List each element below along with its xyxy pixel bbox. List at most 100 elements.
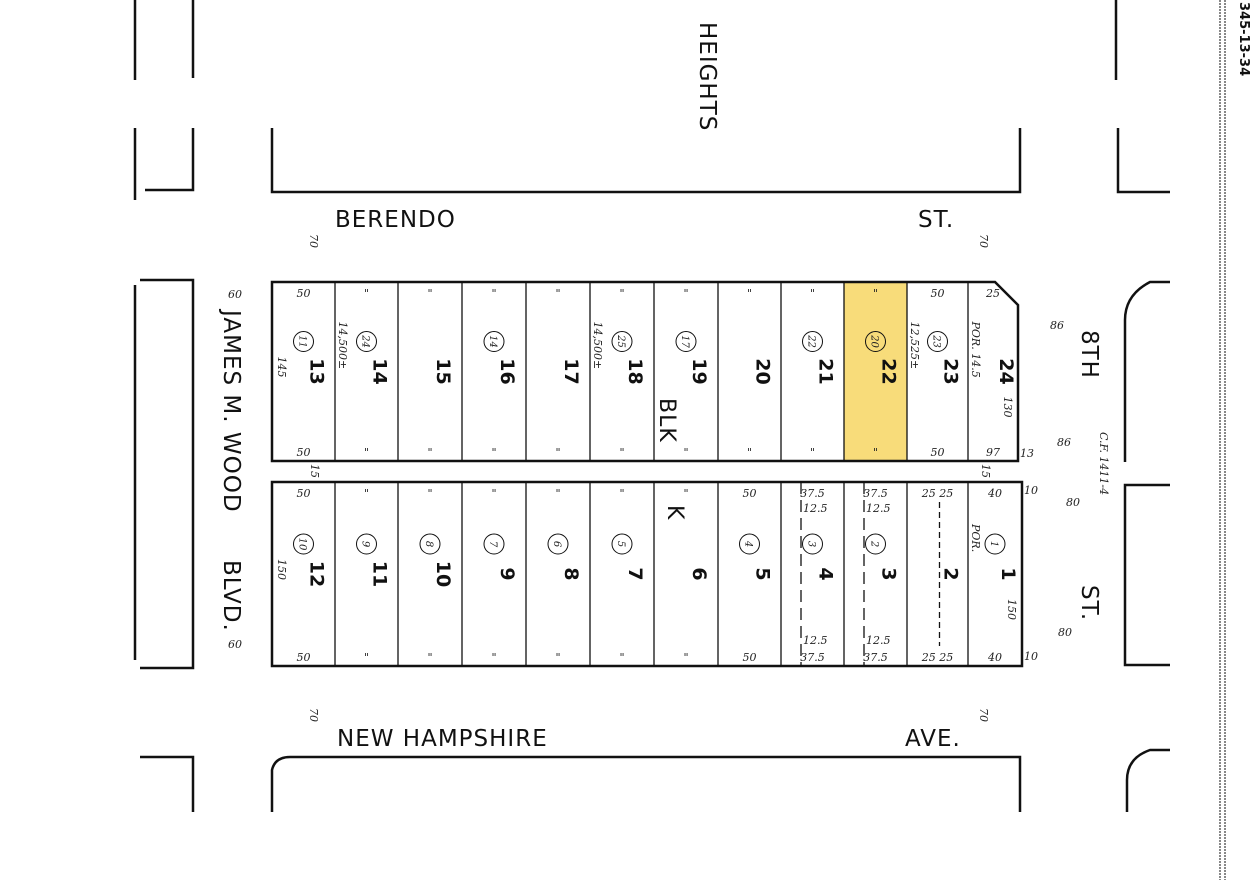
lot-11[interactable]: 119"" xyxy=(356,487,391,664)
parcel-circle xyxy=(483,533,505,555)
adjacent-blocks xyxy=(133,0,1226,880)
back-dim: " xyxy=(364,446,369,459)
lot-number: 16 xyxy=(496,358,518,384)
back-dim: " xyxy=(619,446,624,459)
back-dim: " xyxy=(491,651,496,664)
parcel-number: 17 xyxy=(679,335,690,348)
dim-text: 70 xyxy=(977,234,990,248)
lot-7[interactable]: 75"" xyxy=(611,487,646,664)
parcel-circle xyxy=(865,331,886,352)
dim-text: 15 xyxy=(979,464,992,478)
parcel-circle xyxy=(293,533,314,555)
lot-number: 9 xyxy=(496,567,518,580)
parcel-circle xyxy=(675,331,697,352)
parcel-circle xyxy=(293,331,314,352)
street-ave: AVE. xyxy=(905,726,961,752)
back-dim: 50 xyxy=(931,446,945,459)
back-dim: " xyxy=(683,446,688,459)
depth-dim: 145 xyxy=(275,357,288,378)
lot-number: 6 xyxy=(688,567,710,580)
parcel-circle xyxy=(739,533,760,555)
sub-dim: 12.5 xyxy=(803,502,828,515)
lot-8[interactable]: 86"" xyxy=(547,487,582,664)
parcel-number: 8 xyxy=(423,541,434,547)
dim-text: 80 xyxy=(1066,496,1080,509)
dim-text: 70 xyxy=(977,708,990,722)
parcel-number: 14 xyxy=(487,335,498,348)
lot-15[interactable]: 15"" xyxy=(427,287,454,459)
lot-20[interactable]: 20"" xyxy=(747,287,774,459)
dim-text: 86 xyxy=(1057,436,1071,449)
parcel-number: 4 xyxy=(743,540,754,547)
lot-number: 24 xyxy=(995,358,1017,384)
area-note: 14,500± xyxy=(591,322,604,370)
front-dim: " xyxy=(427,487,432,500)
lot-number: 15 xyxy=(432,358,454,384)
front-dim: " xyxy=(555,487,560,500)
back-dim: " xyxy=(427,651,432,664)
lot-9[interactable]: 97"" xyxy=(483,487,518,664)
lot-6[interactable]: 6"" xyxy=(683,487,710,664)
front-dim: " xyxy=(555,287,560,300)
parcel-number: 2 xyxy=(869,540,880,547)
back-dim: 40 xyxy=(987,651,1002,664)
block-label: K xyxy=(662,505,687,520)
block-outline-south xyxy=(270,480,1024,668)
front-dim: " xyxy=(747,287,752,300)
back-dim: " xyxy=(810,446,815,459)
cf-note: C.F. 1411-4 xyxy=(1097,432,1110,495)
parcel-circle xyxy=(356,533,377,555)
lot-number: 20 xyxy=(752,358,774,384)
front-dim: " xyxy=(364,487,369,500)
dim-text: 70 xyxy=(307,708,320,722)
back-dim: 50 xyxy=(743,651,757,664)
lot-17[interactable]: 17"" xyxy=(555,287,582,459)
front-dim: " xyxy=(810,287,815,300)
parcel-number: 11 xyxy=(297,335,308,348)
lot-number: 18 xyxy=(624,358,646,384)
lot-number: 12 xyxy=(306,561,328,587)
parcel-number: 25 xyxy=(615,334,626,348)
lot-number: 23 xyxy=(940,358,962,384)
back-dim: 37.5 xyxy=(800,651,825,664)
parcel-circle xyxy=(802,331,823,352)
lot-number: 2 xyxy=(940,567,962,580)
highlighted-parcel[interactable] xyxy=(844,282,907,462)
lot-number: 11 xyxy=(369,561,391,587)
lot-10[interactable]: 108"" xyxy=(419,487,454,664)
front-dim: 50 xyxy=(297,487,311,500)
depth-dim: 150 xyxy=(275,559,288,580)
front-dim: " xyxy=(683,487,688,500)
front-dim: " xyxy=(619,487,624,500)
lot-number: 3 xyxy=(878,567,900,580)
parcel-circle xyxy=(984,533,1006,555)
parcel-number: 9 xyxy=(360,541,371,548)
lot-number: 13 xyxy=(306,358,328,384)
street-heights: HEIGHTS xyxy=(694,22,720,131)
lot-number: 17 xyxy=(560,358,582,384)
parcel-circle xyxy=(611,533,633,555)
block-label: BLK xyxy=(654,398,679,443)
parcel-circle xyxy=(356,331,377,352)
lot-number: 4 xyxy=(815,567,837,580)
back-dim: 25 25 xyxy=(921,651,954,664)
parcel-circle xyxy=(611,331,633,352)
sub-dim: 12.5 xyxy=(866,634,891,647)
lot-number: 1 xyxy=(997,567,1019,580)
front-dim: 37.5 xyxy=(800,487,825,500)
